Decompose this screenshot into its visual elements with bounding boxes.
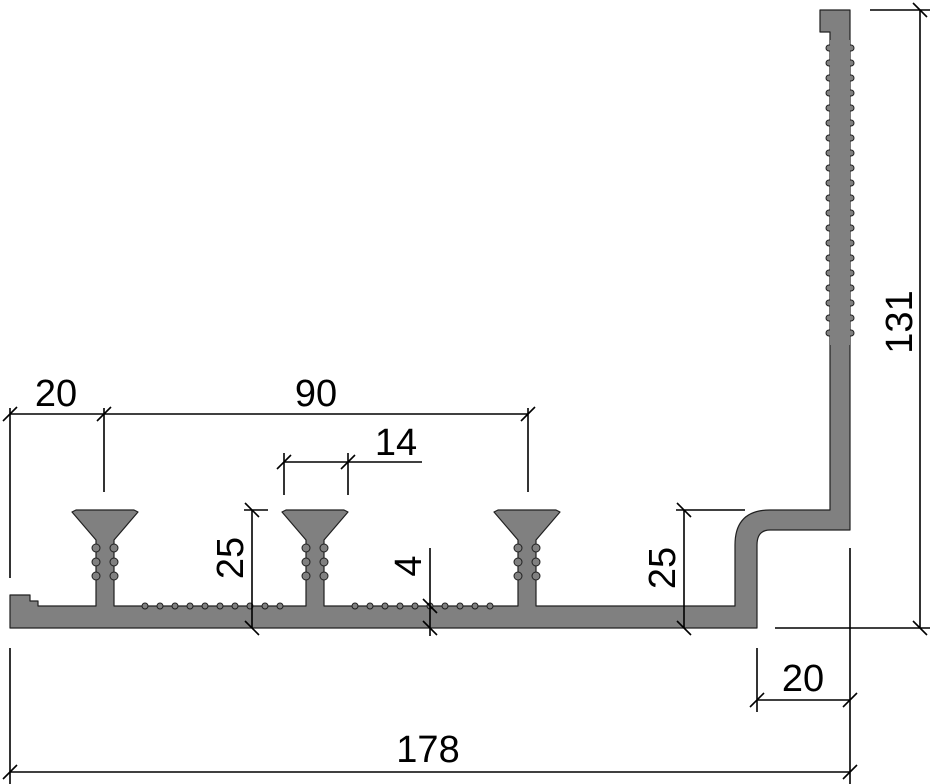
dim-step-offset: 20 [782, 658, 824, 700]
dim-anchor-spacing: 90 [295, 373, 337, 415]
dim-step-height: 25 [642, 547, 684, 589]
wall-fill [830, 40, 850, 345]
dim-overall-width: 178 [396, 729, 459, 771]
base-ribs [141, 602, 494, 610]
profile-body [9, 9, 851, 629]
profile-section [9, 9, 855, 629]
dim-anchor-height: 25 [210, 537, 252, 579]
dim-flange-offset: 20 [35, 373, 77, 415]
dim-overall-height: 131 [879, 290, 921, 353]
dim-anchor-head-width: 14 [375, 422, 417, 464]
dimension-labels: 20 90 14 25 4 25 20 178 131 [35, 290, 921, 771]
dim-base-thickness: 4 [388, 555, 430, 576]
anchor-ribs [91, 543, 541, 581]
